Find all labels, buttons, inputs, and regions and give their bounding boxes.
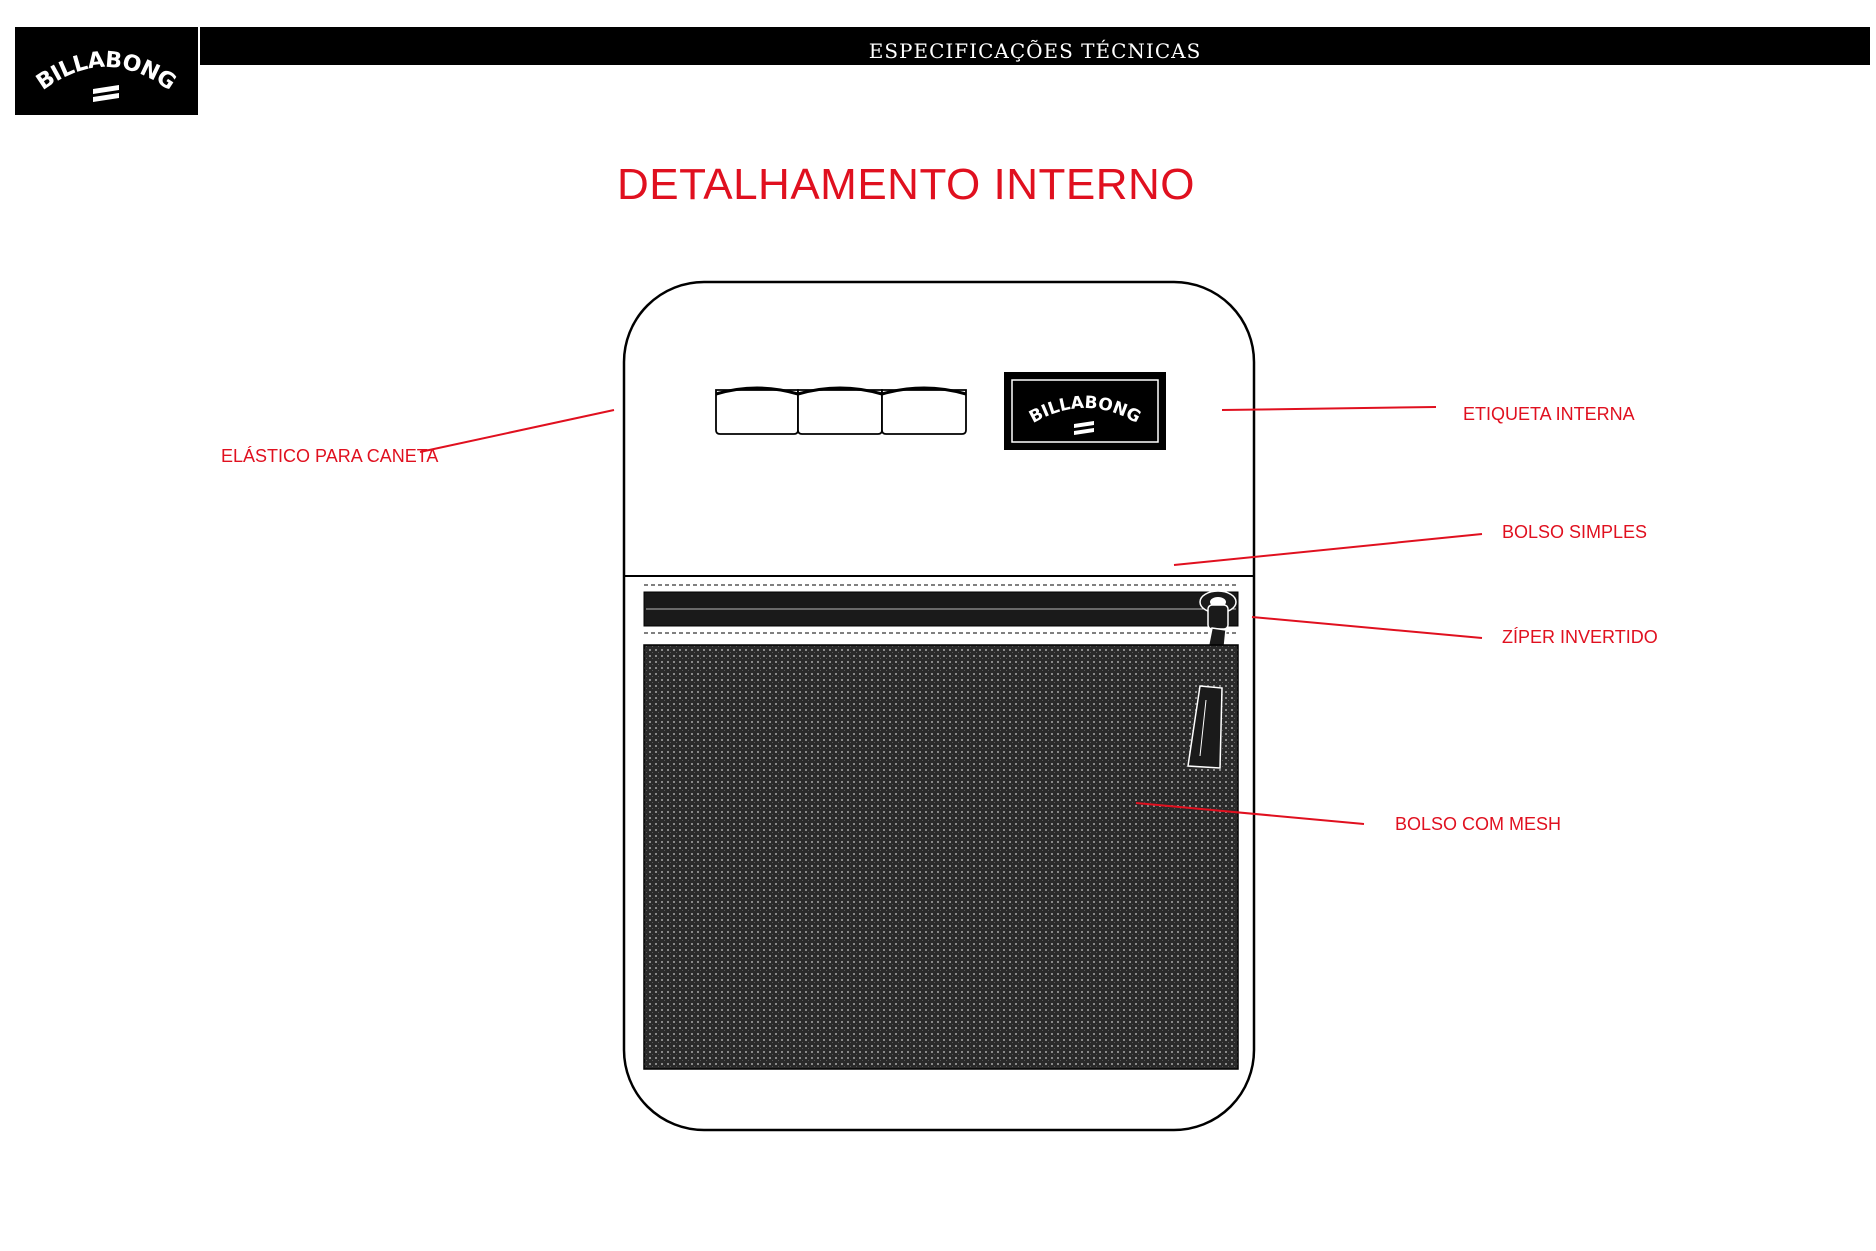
leader-simple-pocket xyxy=(1173,533,1483,566)
callout-simple-pocket: BOLSO SIMPLES xyxy=(1502,522,1648,542)
mesh-pocket xyxy=(643,644,1239,1070)
callout-mesh-pocket: BOLSO COM MESH xyxy=(1395,814,1562,834)
callout-inverted-zipper: ZÍPER INVERTIDO xyxy=(1502,627,1658,647)
zipper-pull-tail-icon xyxy=(1187,685,1223,769)
billabong-logo-icon: BILLABONG xyxy=(32,48,180,102)
leader-label xyxy=(1221,406,1437,411)
header-title: ESPECIFICAÇÕES TÉCNICAS xyxy=(868,39,1202,63)
brand-logo: BILLABONG xyxy=(15,27,198,115)
leader-mesh-pocket xyxy=(1135,802,1365,825)
header-bar: ESPECIFICAÇÕES TÉCNICAS xyxy=(200,27,1870,65)
page-title: DETALHAMENTO INTERNO xyxy=(617,160,1195,209)
internal-label: BILLABONG xyxy=(1004,372,1166,450)
leader-elastic xyxy=(419,409,615,453)
callout-elastic-pen: ELÁSTICO PARA CANETA xyxy=(221,446,439,466)
callout-internal-label: ETIQUETA INTERNA xyxy=(1463,404,1635,424)
leader-zipper xyxy=(1251,616,1483,639)
pen-elastic-loops xyxy=(715,386,967,435)
